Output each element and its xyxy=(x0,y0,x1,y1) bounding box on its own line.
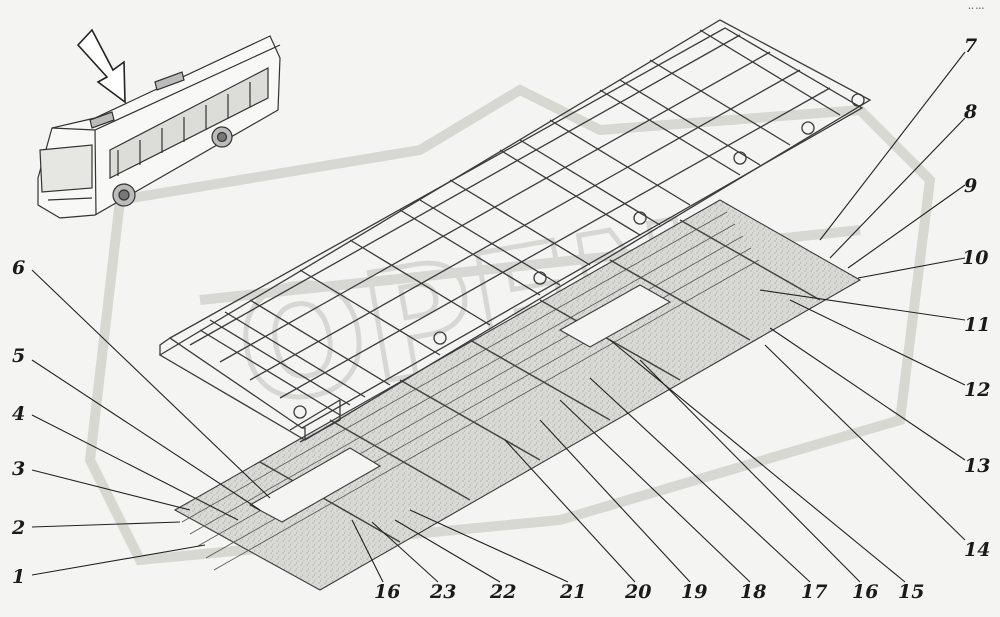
callout-13: 13 xyxy=(964,455,990,477)
callout-4: 4 xyxy=(12,403,25,425)
callout-12: 12 xyxy=(964,379,990,401)
callout-23: 23 xyxy=(429,581,456,603)
callout-6: 6 xyxy=(12,257,25,279)
callout-11: 11 xyxy=(964,314,990,336)
callout-14: 14 xyxy=(964,539,990,561)
roof-frame xyxy=(158,19,872,443)
callout-16b: 16 xyxy=(374,581,400,603)
pointer-arrow xyxy=(76,28,126,104)
callout-5: 5 xyxy=(12,345,25,367)
callout-20: 20 xyxy=(624,581,651,603)
callout-10: 10 xyxy=(962,247,988,269)
callout-9: 9 xyxy=(964,175,977,197)
callout-8: 8 xyxy=(963,101,977,123)
callout-18: 18 xyxy=(740,581,766,603)
callout-1: 1 xyxy=(12,566,25,588)
callout-19: 19 xyxy=(681,581,707,603)
callout-3: 3 xyxy=(12,458,25,480)
callout-17: 17 xyxy=(801,581,827,603)
bus-icon xyxy=(37,35,281,219)
corner-mark: •• ••• xyxy=(968,6,984,12)
callout-22: 22 xyxy=(489,581,516,603)
callout-15: 15 xyxy=(898,581,924,603)
callout-21: 21 xyxy=(559,581,586,603)
leader-lines xyxy=(31,51,966,583)
callout-16a: 16 xyxy=(852,581,878,603)
callout-labels: 1 2 3 4 5 6 7 8 9 10 11 12 13 14 15 16 1… xyxy=(11,35,990,603)
callout-7: 7 xyxy=(964,35,977,57)
callout-2: 2 xyxy=(11,517,25,539)
